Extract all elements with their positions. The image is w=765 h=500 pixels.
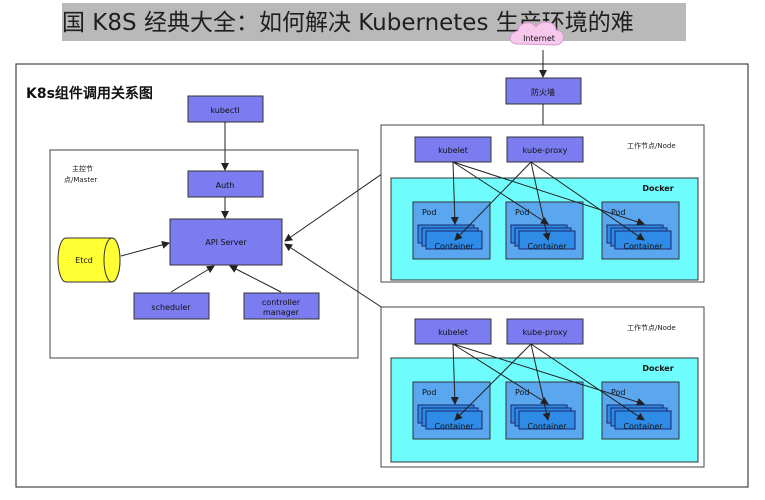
kubectl-label: kubectl — [210, 106, 239, 115]
container-label: Container — [434, 242, 474, 251]
kubelet-label: kubelet — [438, 146, 468, 155]
firewall-box — [505, 77, 582, 105]
scheduler-label: scheduler — [151, 303, 191, 312]
arrow-proxy-pod — [530, 343, 551, 421]
pod-label: Pod — [611, 208, 626, 217]
kube-proxy-box — [506, 318, 584, 345]
arrow-kubelet-pod — [452, 161, 645, 226]
container-label: Container — [527, 242, 567, 251]
docker-label: Docker — [642, 364, 673, 373]
auth-box — [187, 170, 264, 198]
master-label-2: 点/Master — [64, 176, 97, 184]
arrow-etcd-api — [120, 240, 170, 257]
pod-label: Pod — [422, 208, 437, 217]
pod-label: Pod — [515, 208, 530, 217]
container-stack-layer — [425, 230, 483, 250]
etcd-cylinder: Etcd — [57, 237, 121, 283]
kubelet-box — [414, 318, 492, 345]
container-label: Container — [527, 422, 567, 431]
worker-node-1: 工作节点/Node kubelet kube-proxyDockerPodConta… — [380, 124, 705, 283]
auth-label: Auth — [216, 181, 235, 190]
kube-proxy-box — [506, 136, 584, 163]
arrow-kubelet-pod — [450, 343, 459, 405]
api-server-box — [169, 218, 283, 266]
arrow-controller-api — [229, 265, 282, 293]
kube-proxy-label: kube-proxy — [523, 146, 568, 155]
master-label-1: 主控节 — [72, 164, 93, 173]
pod-label: Pod — [422, 388, 437, 397]
arrow-proxy-pod — [530, 161, 645, 241]
container-label: Container — [623, 242, 663, 251]
pod-label: Pod — [515, 388, 530, 397]
worker-node-label: 工作节点/Node — [627, 323, 676, 332]
api-server-label: API Server — [205, 238, 247, 247]
arrow-kubelet-pod — [452, 161, 549, 225]
arrow-kubelet-pod — [450, 161, 459, 225]
container-stack-layer — [425, 410, 483, 430]
etcd-label: Etcd — [75, 256, 93, 265]
internet-label: Internet — [523, 34, 555, 43]
internet-cloud: Internet — [509, 21, 564, 46]
arrow-scheduler-api — [170, 265, 215, 293]
scheduler-box — [133, 292, 210, 320]
container-label: Container — [623, 422, 663, 431]
arrow-proxy-pod — [530, 161, 551, 241]
kubelet-box — [414, 136, 492, 163]
arrow-kubelet-pod — [452, 343, 549, 405]
title-banner — [62, 3, 686, 41]
arrow-proxy-pod — [454, 161, 532, 241]
container-label: Container — [434, 422, 474, 431]
pod-label: Pod — [611, 388, 626, 397]
docker-label: Docker — [642, 184, 673, 193]
diagram-title: K8s组件调用关系图 — [26, 85, 153, 102]
controller-label-2: manager — [263, 308, 300, 317]
controller-label-1: controller — [262, 298, 301, 307]
arrow-kubelet-pod — [452, 343, 645, 406]
kubelet-label: kubelet — [438, 328, 468, 337]
kube-proxy-label: kube-proxy — [523, 328, 568, 337]
worker-node-label: 工作节点/Node — [627, 141, 676, 150]
firewall-label: 防火墙 — [531, 87, 555, 97]
worker-node-2: 工作节点/Node kubelet kube-proxyDockerPodConta… — [380, 306, 705, 468]
arrow-proxy-pod — [454, 343, 532, 421]
arrow-proxy-pod — [530, 343, 645, 421]
